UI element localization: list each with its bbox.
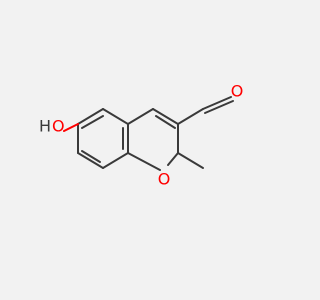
pyran-bond-4 <box>167 152 179 166</box>
methyl-bond <box>177 152 204 169</box>
aldehyde-oxygen-label: O <box>231 82 244 101</box>
ring-bond-1 <box>77 108 104 125</box>
bond-lines <box>63 96 234 171</box>
aldehyde-co-bond-1 <box>202 96 232 110</box>
aldehyde-carbon-bond <box>177 108 204 125</box>
pyran-double-inner <box>155 115 176 129</box>
aromatic-inner-1 <box>81 115 104 129</box>
pyran-bond-1 <box>127 108 154 125</box>
structure-canvas: H O O O <box>39 81 244 189</box>
chemical-structure-diagram: H O O O <box>39 82 244 189</box>
ring-bond-4 <box>102 152 129 169</box>
pyran-bond-2 <box>152 108 179 125</box>
hydroxyl-label-o: O <box>52 117 65 136</box>
hydroxyl-bond <box>63 123 79 132</box>
ring-bond-5 <box>77 152 104 169</box>
aromatic-inner-3 <box>81 150 101 163</box>
ring-oxygen-label: O <box>158 170 171 189</box>
hydroxyl-label-h: H <box>39 117 51 136</box>
aldehyde-co-bond-2 <box>204 100 234 114</box>
pyran-bond-5 <box>127 152 161 171</box>
ring-bond-2 <box>102 108 129 125</box>
